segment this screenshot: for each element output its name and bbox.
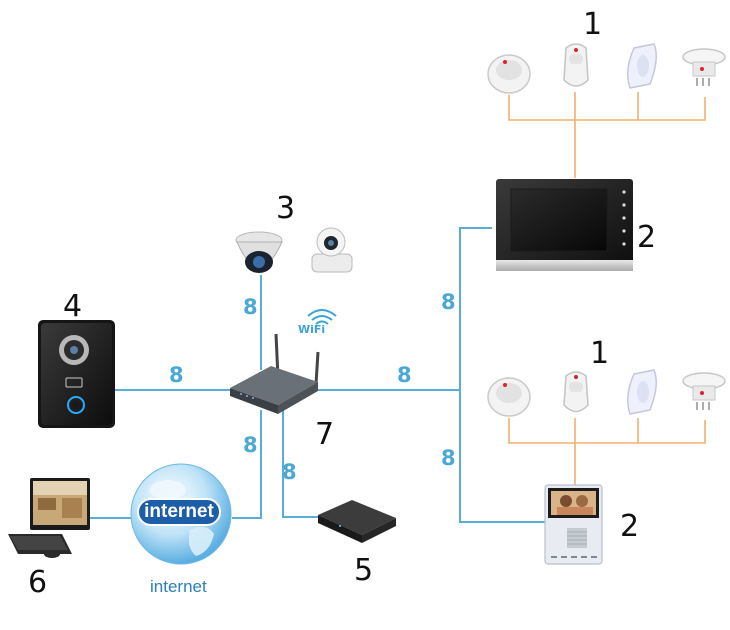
cable-label: 8 xyxy=(282,460,297,484)
cable-router-nvr xyxy=(282,410,318,518)
router-icon xyxy=(230,333,320,414)
smoke-detector-icon xyxy=(487,54,531,94)
internet-caption: internet xyxy=(150,577,207,596)
smoke-detector-icon xyxy=(487,377,531,417)
nvr-recorder-icon xyxy=(318,500,396,543)
internet-badge-label: internet xyxy=(144,501,214,522)
curtain-sensor-icon xyxy=(627,43,657,89)
dome-camera-icon xyxy=(235,231,283,273)
cable-trunk-monitors xyxy=(459,227,545,523)
label-sensors-bottom: 1 xyxy=(590,336,610,371)
ptz-camera-icon xyxy=(311,227,353,273)
pir-motion-sensor-icon xyxy=(563,371,589,413)
cable-label: 8 xyxy=(243,433,258,457)
indoor-monitor-small-icon xyxy=(544,484,603,565)
network-cables xyxy=(90,227,545,523)
wifi-icon xyxy=(307,309,337,325)
cable-label: 8 xyxy=(441,290,456,314)
door-station-icon xyxy=(38,320,115,428)
alarm-wiring-bottom xyxy=(508,418,706,485)
label-nvr: 5 xyxy=(354,553,374,588)
label-router: 7 xyxy=(315,417,335,452)
cable-label: 8 xyxy=(243,295,258,319)
indoor-monitor-large-icon xyxy=(496,179,633,271)
label-door-station: 4 xyxy=(63,289,83,324)
cable-label: 8 xyxy=(169,363,184,387)
heat-detector-icon xyxy=(682,372,726,410)
label-monitor-bottom: 2 xyxy=(620,509,640,544)
heat-detector-icon xyxy=(682,48,726,86)
wifi-label: WiFi xyxy=(298,323,326,336)
curtain-sensor-icon xyxy=(627,369,657,415)
cable-label: 8 xyxy=(397,363,412,387)
pir-motion-sensor-icon xyxy=(563,43,589,87)
label-monitor-top: 2 xyxy=(637,220,657,255)
alarm-wiring-top xyxy=(508,92,706,178)
label-pc: 6 xyxy=(28,565,48,600)
label-cameras: 3 xyxy=(276,191,296,226)
internet-globe-icon xyxy=(130,463,232,565)
label-sensors-top: 1 xyxy=(583,7,603,42)
desktop-computer-icon xyxy=(8,478,90,558)
cable-router-internet xyxy=(232,410,262,519)
cable-label: 8 xyxy=(441,446,456,470)
